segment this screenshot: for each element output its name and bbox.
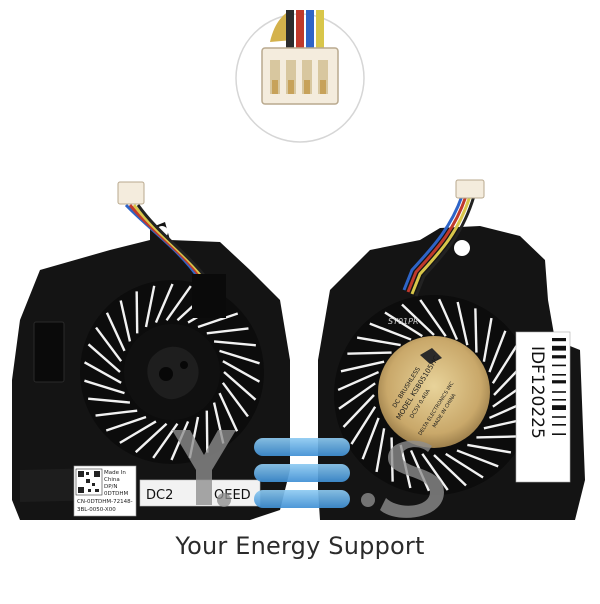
fan-blade-gap <box>350 406 377 445</box>
fan-blade-gap <box>375 428 386 473</box>
fan-hub <box>378 336 490 448</box>
fan-blade-gap <box>95 409 138 417</box>
fan-blade-gap <box>83 361 122 384</box>
barcode <box>552 338 566 435</box>
fan-blade-gap <box>491 345 518 384</box>
barcode-bar <box>552 405 566 410</box>
fan-blade-gap <box>84 379 125 395</box>
fan-blade-gap <box>105 415 147 432</box>
fan-blade-gap <box>154 283 174 324</box>
fan-blade-gap <box>134 422 168 454</box>
fan-blade-gap <box>467 443 512 454</box>
fan-blade-gap <box>456 301 469 346</box>
fan-blade-gap <box>221 382 249 418</box>
fan-blade-gap <box>340 360 385 373</box>
fan-blade-gap <box>119 300 132 342</box>
fan-blade-gap <box>152 423 179 459</box>
fan-blade-gap <box>119 420 157 444</box>
watermark-logo <box>172 430 444 518</box>
qr-code <box>78 471 100 493</box>
fan-blade-gap <box>488 330 507 373</box>
label-part-number: 0DTDHM <box>104 491 128 497</box>
fan-blade-gap <box>482 317 493 362</box>
fan-blade-gap <box>88 397 131 404</box>
fan-blade-gap <box>437 298 459 341</box>
barcode-bar <box>552 355 566 359</box>
connector-closeup <box>235 10 365 143</box>
barcode-bar <box>552 380 566 384</box>
fan-blade-gap <box>213 340 256 347</box>
label-dpn: DP/N <box>104 484 118 490</box>
barcode-bar <box>552 391 566 393</box>
fan-blade-gap <box>433 454 467 487</box>
fan-blade-gap <box>206 327 249 335</box>
fan-blade-gap <box>218 392 239 432</box>
serial-number: IDF120225 <box>527 346 547 439</box>
fan-blade-gap <box>361 417 380 460</box>
fan-blade-gap <box>337 370 380 392</box>
fan-blade-gap <box>347 351 392 355</box>
fan-blade-gap <box>219 349 260 365</box>
label-batch-code: 3BL-0050-X00 <box>77 507 116 513</box>
fan-blade-gap <box>105 312 126 352</box>
fan-blade-gap <box>205 410 209 453</box>
hub-code: SY01PR <box>388 317 419 326</box>
fan-blade-gap <box>401 303 435 336</box>
barcode-bar <box>552 399 566 401</box>
fan-blade-gap <box>342 394 375 428</box>
fan-blade-gap <box>87 343 121 373</box>
fan-blade-gap <box>197 312 239 329</box>
fan-blade-gap <box>445 452 484 479</box>
right-fan: DC BRUSHLESS MODEL KSB05105HC DC5V 0.40A… <box>318 179 585 520</box>
fan-blade-gap <box>165 285 192 321</box>
barcode-label: IDF120225 <box>515 331 571 483</box>
barcode-bar <box>552 364 566 367</box>
fan-blade-gap <box>95 326 123 362</box>
left-fan-blades <box>83 283 261 461</box>
fan-blade-gap <box>338 382 376 410</box>
barcode-bar <box>552 416 566 418</box>
barcode-bar <box>552 338 566 342</box>
barcode-bar <box>552 424 566 426</box>
label-made-in: Made In <box>104 470 126 476</box>
fan-blade-gap <box>419 299 447 337</box>
fan-blade-gap <box>474 308 478 353</box>
fan-blade-gap <box>144 285 156 328</box>
barcode-bar <box>552 374 566 376</box>
fan-blade-gap <box>222 360 261 383</box>
fan-blade-gap <box>421 453 449 491</box>
left-fan: Made In China DP/N 0DTDHM CN-0DTDHM-7214… <box>12 181 290 520</box>
barcode-bar <box>552 345 566 351</box>
barcode-bar <box>552 433 566 435</box>
left-sticker-prefix: DC2 <box>146 488 173 503</box>
brand-tagline: Your Energy Support <box>175 532 425 560</box>
fan-blade-gap <box>369 322 412 341</box>
fan-blade-gap <box>135 291 139 334</box>
fan-blade-gap <box>356 336 401 347</box>
label-cn-code: CN-0DTDHM-72148- <box>77 499 133 505</box>
label-china: China <box>104 477 120 483</box>
fan-blade-gap <box>476 435 521 439</box>
fan-blade-gap <box>456 449 499 468</box>
fan-blade-gap <box>223 371 257 401</box>
fan-blade-gap <box>384 311 423 338</box>
